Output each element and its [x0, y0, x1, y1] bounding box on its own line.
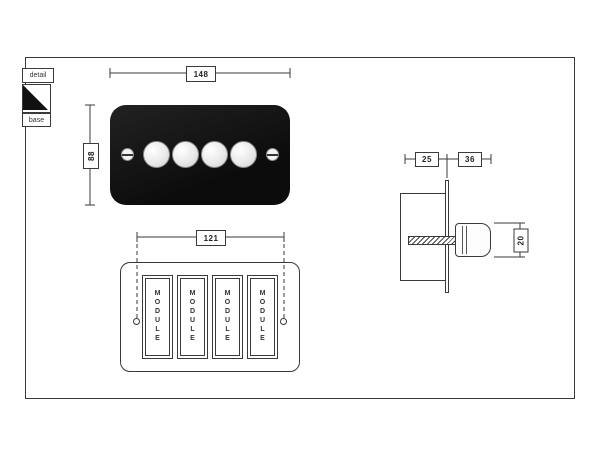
module-3: MODULE — [212, 275, 243, 359]
front-plate — [110, 105, 290, 205]
screw-hole-left — [133, 318, 140, 325]
knob-ridge — [462, 226, 463, 254]
screw-slot-icon — [122, 153, 133, 156]
module-1: MODULE — [142, 275, 173, 359]
screw-slot-icon — [267, 153, 278, 156]
legend-base-label: base — [22, 113, 51, 127]
screw-right — [266, 148, 279, 161]
screw-hole-right — [280, 318, 287, 325]
module-inner: MODULE — [215, 278, 240, 356]
knob-ridge — [466, 226, 467, 254]
module-inner: MODULE — [145, 278, 170, 356]
screw-left — [121, 148, 134, 161]
dimmer-knob-1 — [143, 141, 170, 168]
front-height-dimension-label: 88 — [83, 143, 99, 169]
triangle-icon — [23, 85, 48, 110]
drawing-border — [25, 57, 575, 399]
legend-detail-label: detail — [22, 68, 54, 83]
dimmer-knob-2 — [172, 141, 199, 168]
module-label: MODULE — [224, 290, 231, 344]
rear-width-dimension-label: 121 — [196, 230, 226, 246]
side-projection-dimension-label: 36 — [458, 152, 482, 167]
side-knob — [455, 223, 491, 257]
module-2: MODULE — [177, 275, 208, 359]
side-knob-height-dimension-label: 20 — [513, 228, 529, 253]
side-depth-dimension-label: 25 — [415, 152, 439, 167]
module-label: MODULE — [154, 290, 161, 344]
dimmer-knob-3 — [201, 141, 228, 168]
module-4: MODULE — [247, 275, 278, 359]
front-width-dimension-label: 148 — [186, 66, 216, 82]
dimmer-knob-4 — [230, 141, 257, 168]
detail-base-icon — [22, 84, 51, 113]
module-inner: MODULE — [250, 278, 275, 356]
module-inner: MODULE — [180, 278, 205, 356]
module-label: MODULE — [189, 290, 196, 344]
module-label: MODULE — [259, 290, 266, 344]
